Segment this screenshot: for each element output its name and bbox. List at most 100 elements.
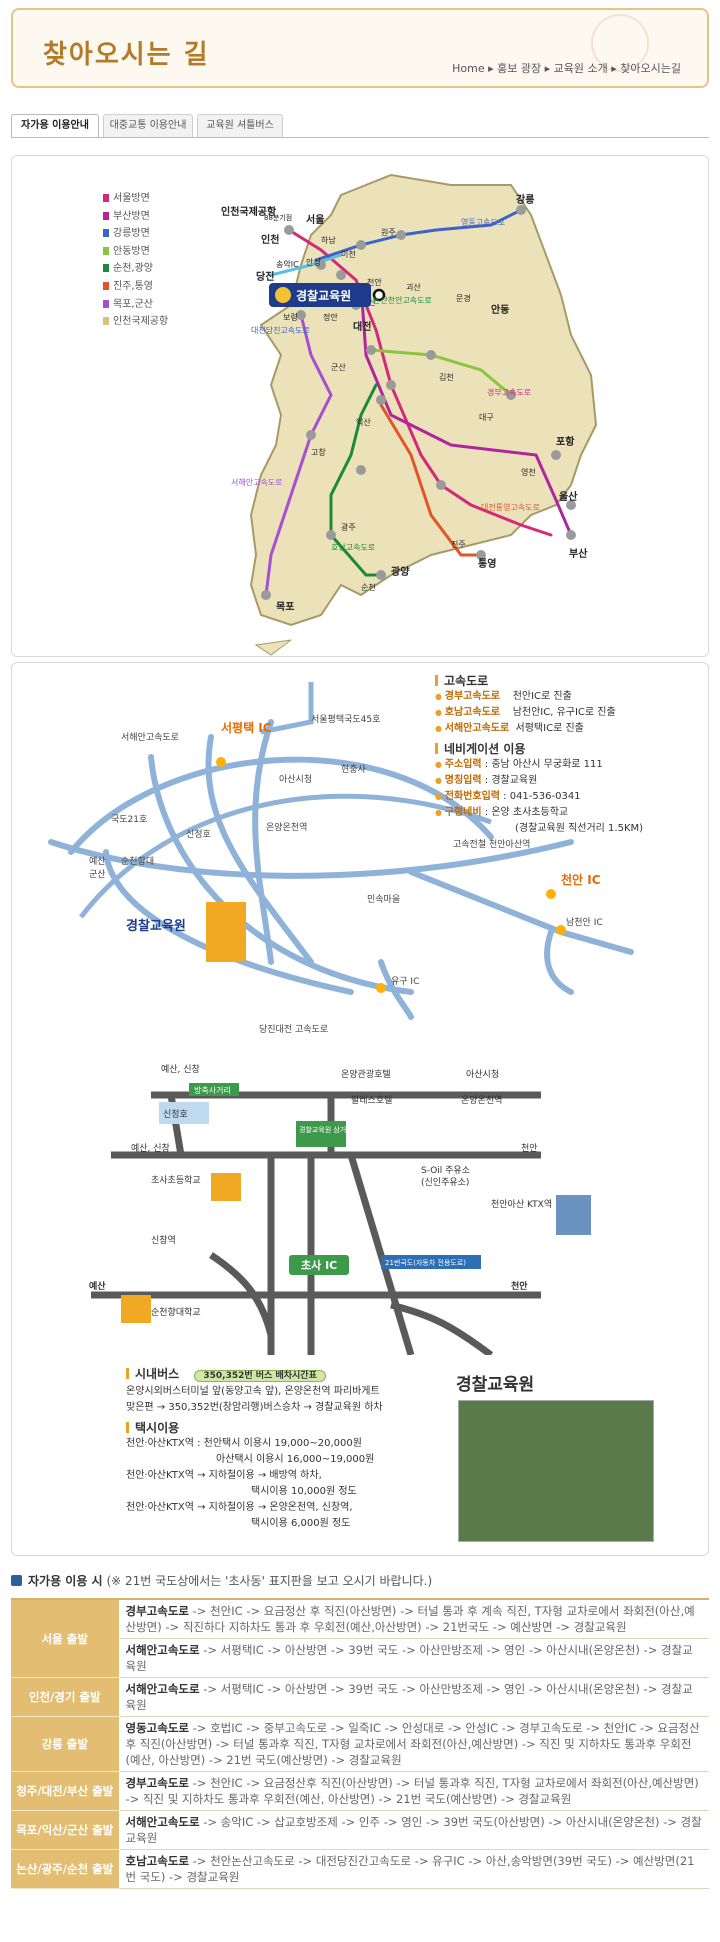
map-label: 진주	[451, 539, 466, 549]
origin-cell: 서울 출발	[11, 1599, 120, 1678]
origin-cell: 청주/대전/부산 출발	[11, 1771, 120, 1811]
nav-item: 전화번호입력 : 041-536-0341	[435, 789, 705, 805]
legend-item: 안동방면	[103, 243, 168, 261]
route-line-suncheon	[329, 383, 383, 577]
map-label: 경찰교육원	[126, 918, 186, 934]
bus-timetable-badge[interactable]: 350,352번 버스 배차시간표	[194, 1370, 326, 1382]
map-label: 보령	[283, 313, 298, 322]
highway-title: 고속도로	[435, 673, 705, 689]
map-label: 방축사거리	[194, 1085, 231, 1095]
map-label: 온양온천역	[461, 1095, 502, 1106]
nav-note: (경찰교육원 직선거리 1.5KM)	[515, 823, 644, 834]
highway-info: 고속도로 경부고속도로 천안IC로 진출 호남고속도로 남천안IC, 유구IC로…	[435, 673, 705, 837]
table-row: 논산/광주/순천 출발 호남고속도로 -> 천안논산고속도로 -> 대전당진간고…	[11, 1849, 709, 1889]
legend-swatch	[103, 229, 109, 238]
legend-swatch	[103, 246, 109, 255]
legend-item: 강릉방면	[103, 225, 168, 243]
map-label: 순천	[361, 582, 376, 592]
map-label: 초사 IC	[301, 1258, 337, 1272]
map-label: 예산, 신창	[131, 1143, 170, 1154]
route-cell: 서해안고속도로 -> 서평택IC -> 아산방면 -> 39번 국도 -> 아산…	[119, 1677, 709, 1717]
breadcrumb-current: 찾아오시는길	[620, 62, 681, 75]
route-line-andong	[369, 348, 513, 397]
table-row: 강릉 출발 영동고속도로 -> 호법IC -> 중부고속도로 -> 일죽IC -…	[11, 1716, 709, 1772]
nav-item: 명칭입력 : 경찰교육원	[435, 773, 705, 789]
map-label: 신정호	[186, 829, 211, 840]
breadcrumb-home[interactable]: Home	[452, 62, 485, 75]
map-label: 포항	[556, 435, 575, 448]
map-label: 대전통영고속도로	[481, 502, 540, 512]
legend-swatch	[103, 264, 109, 273]
tab-car[interactable]: 자가용 이용안내	[11, 114, 99, 138]
map-label: S-Oil 주유소	[421, 1165, 470, 1176]
route-line-airport	[269, 253, 343, 277]
bus-title: 시내버스	[126, 1367, 179, 1381]
map-label: 목포	[276, 601, 294, 613]
map-label: 대전	[353, 320, 371, 333]
map-label: 호남고속도로	[331, 543, 375, 552]
legend-swatch	[103, 211, 109, 220]
map-label: 대천당진고속도로	[251, 325, 310, 335]
map-label: 안동	[491, 303, 509, 316]
map-label: 88분기점	[264, 213, 292, 222]
breadcrumb: Home ▸ 홍보 광장 ▸ 교육원 소개 ▸ 찾아오시는길	[452, 62, 681, 75]
map-label: 경부고속도로	[487, 387, 531, 397]
campus-aerial-photo	[458, 1400, 654, 1542]
police-academy-marker-label: 경찰교육원	[296, 288, 351, 303]
nav-item: 구형네비 : 온양 초사초등학교	[435, 805, 705, 821]
taxi-line: 택시이용 10,000원 정도	[251, 1486, 357, 1497]
map-label: 송악IC	[276, 259, 299, 269]
route-cell: 서해안고속도로 -> 서평택IC -> 아산방면 -> 39번 국도 -> 아산…	[119, 1638, 709, 1678]
map-label: (신인주유소)	[421, 1177, 469, 1188]
map-label: 천안	[367, 277, 382, 287]
legend-item: 목포,군산	[103, 296, 168, 314]
map-label: 21번국도(자동차 전용도로)	[385, 1258, 466, 1267]
map-label: 남천안 IC	[566, 917, 603, 928]
breadcrumb-pr[interactable]: 홍보 광장	[497, 62, 542, 75]
map-label: 고창	[311, 448, 326, 457]
origin-cell: 인천/경기 출발	[11, 1677, 120, 1717]
map-label: 당진	[256, 270, 274, 283]
page-header: 찾아오시는 길 Home ▸ 홍보 광장 ▸ 교육원 소개 ▸ 찾아오시는길	[11, 8, 709, 88]
map-label: 논산천안고속도로	[373, 295, 432, 305]
route-line-busan	[359, 283, 573, 537]
taxi-line: 천안·아산KTX역 → 지하철이용 → 온양온천역, 신창역,	[126, 1502, 353, 1513]
asan-area-map: 서해안고속도로 서평택 IC 서울평택국도45호 현충사 아산시청 국도21호 …	[48, 682, 634, 1035]
tab-public-transport[interactable]: 대중교통 이용안내	[103, 114, 193, 138]
breadcrumb-intro[interactable]: 교육원 소개	[553, 62, 608, 75]
map-label: 영천	[521, 467, 536, 477]
map-label: 정안	[323, 312, 338, 322]
map-label: 광주	[341, 522, 356, 532]
legend-swatch	[103, 299, 109, 308]
map-label: 유구 IC	[391, 976, 419, 987]
city-label: 인천국제공항	[221, 205, 277, 218]
taxi-line: 택시이용 6,000원 정도	[251, 1518, 351, 1529]
nav-item: 주소입력 : 충남 아산시 무궁화로 111	[435, 757, 705, 773]
map-label: 천안	[511, 1281, 528, 1292]
map-label: 군산	[89, 869, 106, 880]
tab-shuttle-bus[interactable]: 교육원 셔틀버스	[197, 114, 283, 138]
map-label: 영동고속도로	[461, 217, 505, 227]
taxi-line: 아산택시 이용시 16,000~19,000원	[216, 1454, 375, 1465]
map-label: 국도21호	[111, 814, 147, 825]
map-label: 신정호	[163, 1109, 188, 1120]
map-label: 경찰교육원 삼거리	[299, 1125, 353, 1134]
legend-item: 서울방면	[103, 190, 168, 208]
map-label: 온양온천역	[266, 822, 307, 833]
campus-photo-title: 경찰교육원	[456, 1375, 535, 1395]
map-label: 문경	[456, 293, 471, 303]
police-academy-building-icon	[206, 902, 246, 962]
tab-divider	[11, 137, 709, 138]
highway-item: 호남고속도로 남천안IC, 유구IC로 진출	[435, 705, 705, 721]
origin-cell: 논산/광주/순천 출발	[11, 1849, 120, 1889]
route-cell: 경부고속도로 -> 천안IC -> 요금정산후 직진(아산방면) -> 터널 통…	[119, 1771, 709, 1811]
map-label: 강릉	[516, 193, 534, 206]
legend-item: 진주,통영	[103, 278, 168, 296]
bus-info: 시내버스 350,352번 버스 배차시간표 온양시외버스터미널 앞(동양고속 …	[126, 1366, 456, 1532]
legend-item: 부산방면	[103, 208, 168, 226]
map-label: 김천	[439, 372, 454, 382]
map-label: 고속전철 천안아산역	[453, 839, 530, 850]
map-label: 서울	[306, 213, 324, 226]
taxi-title: 택시이용	[126, 1420, 456, 1436]
map-label: 당진대전 고속도로	[259, 1024, 328, 1035]
